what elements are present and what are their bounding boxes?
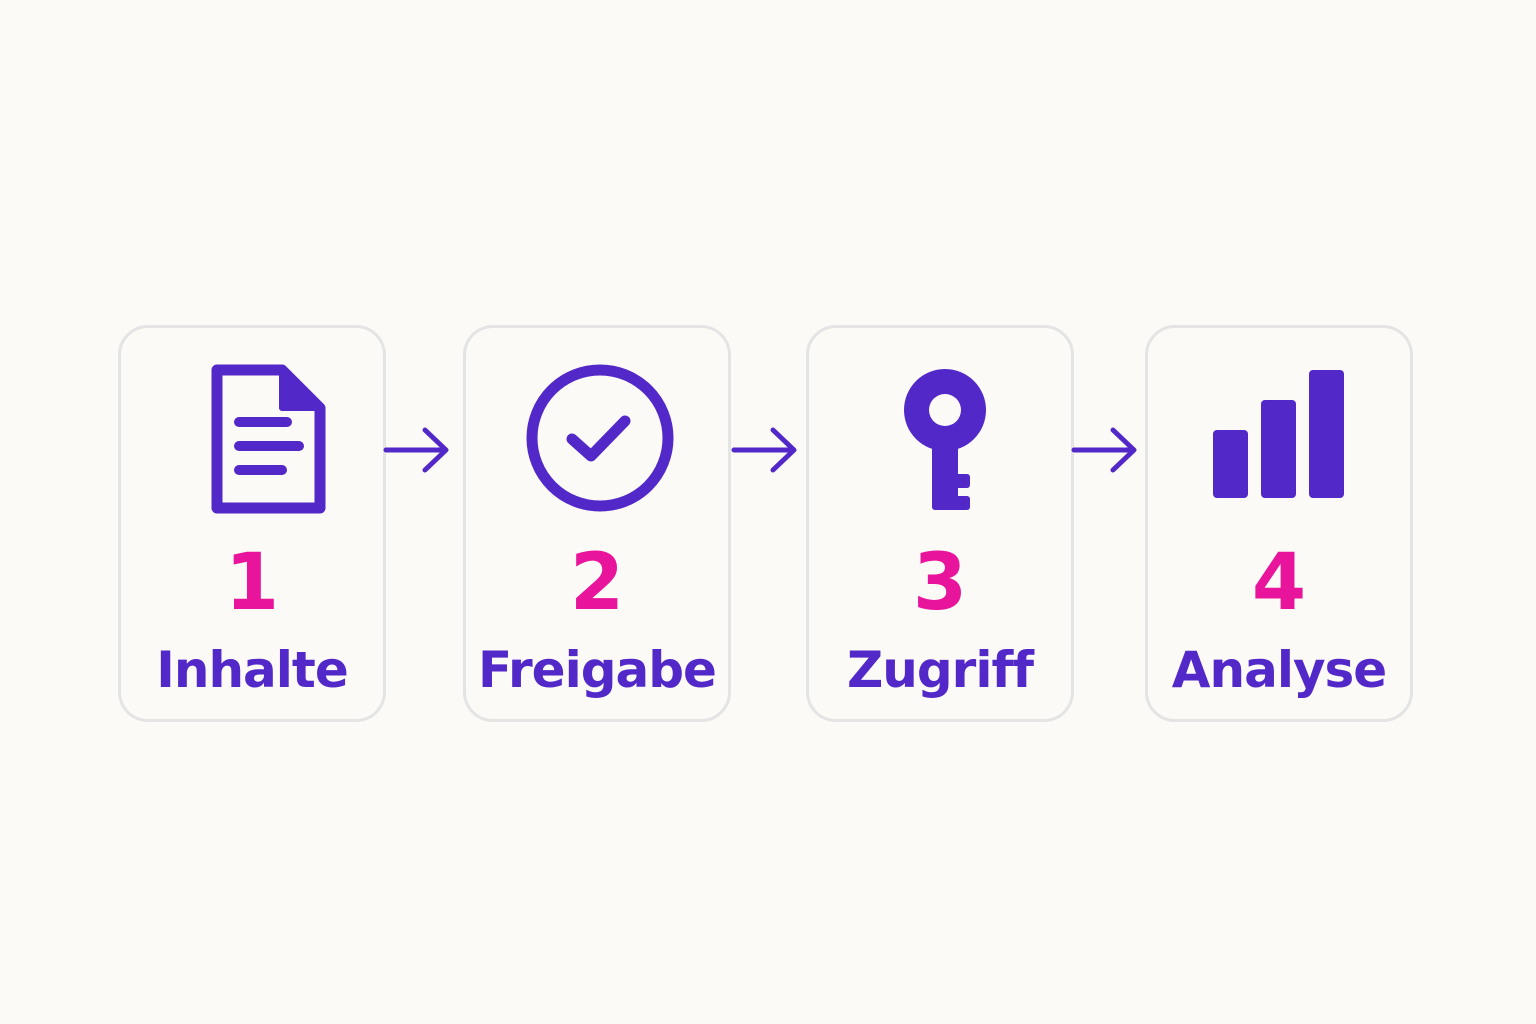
step-label: Analyse (1171, 641, 1387, 699)
check-circle-icon (517, 362, 677, 522)
key-icon (860, 362, 1020, 522)
step-number: 4 (1251, 538, 1307, 628)
arrow-right-icon (1071, 424, 1141, 476)
step-number: 2 (569, 538, 625, 628)
arrow-right-icon (731, 424, 801, 476)
step-card-3: 3 Zugriff (806, 325, 1074, 722)
document-icon (172, 362, 332, 522)
step-card-2: 2 Freigabe (463, 325, 731, 722)
step-number: 3 (912, 538, 968, 628)
arrow-right-icon (383, 424, 453, 476)
step-label: Inhalte (156, 641, 349, 699)
step-card-1: 1 Inhalte (118, 325, 386, 722)
step-card-4: 4 Analyse (1145, 325, 1413, 722)
step-number: 1 (224, 538, 280, 628)
step-label: Freigabe (478, 641, 717, 699)
bar-chart-icon (1199, 362, 1359, 522)
step-label: Zugriff (847, 641, 1034, 699)
